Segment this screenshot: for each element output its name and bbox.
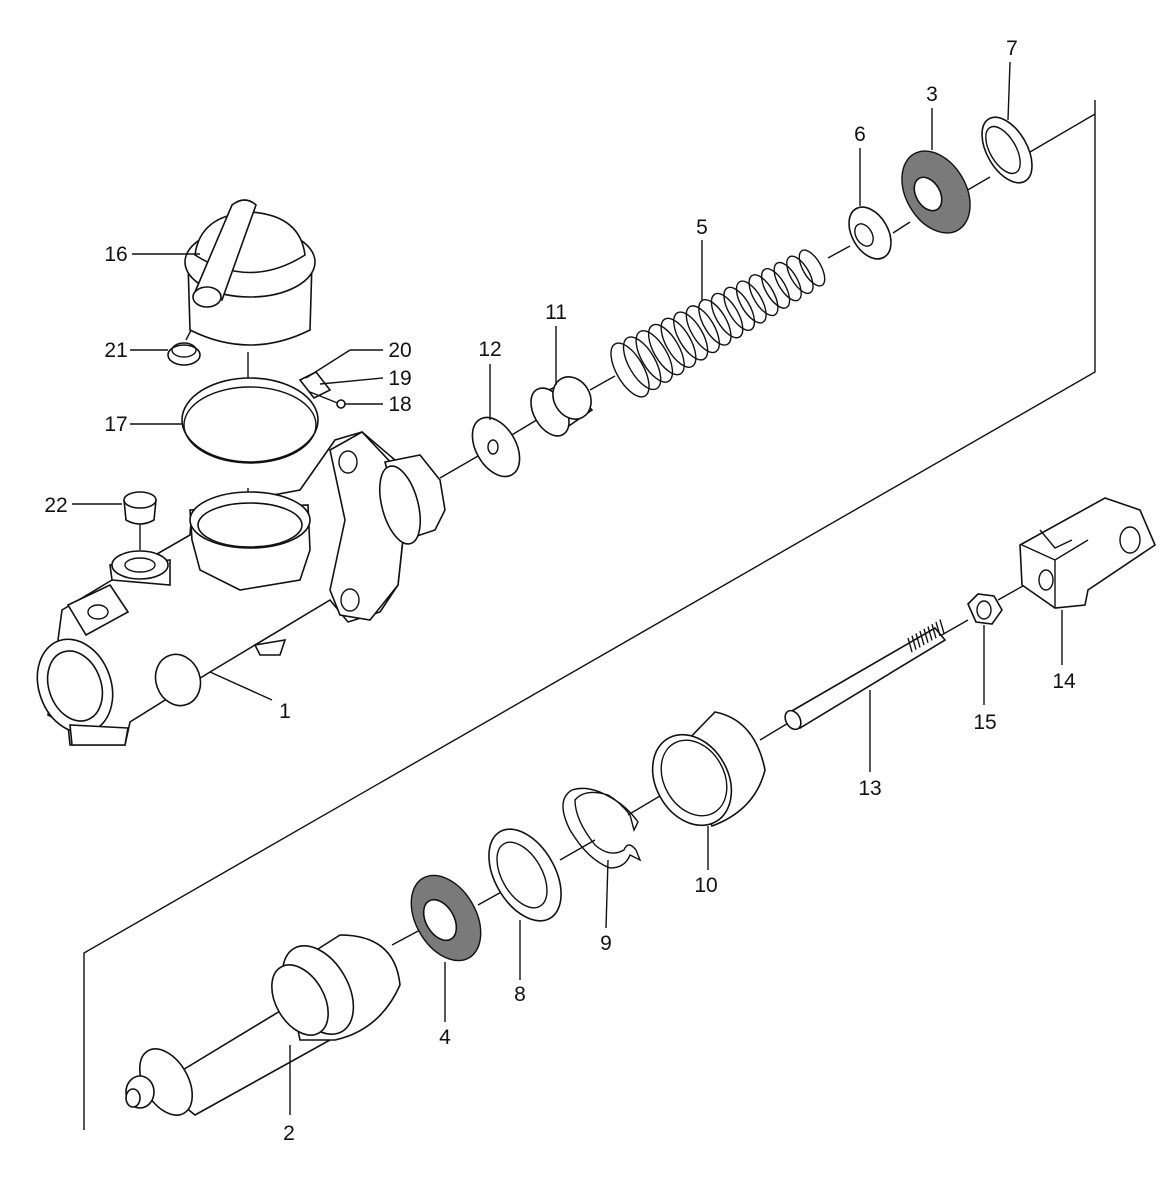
- thread-line: [919, 630, 925, 646]
- callout-13: 13: [858, 777, 881, 800]
- seal-4: [410, 874, 482, 962]
- clamp-band: [181, 377, 319, 464]
- spring-coil: [735, 280, 767, 324]
- callout-15: 15: [973, 711, 996, 734]
- spring-coil: [748, 274, 779, 317]
- callout-16: 16: [104, 243, 127, 266]
- spring-coil: [786, 255, 814, 295]
- snap-ring-9: [562, 787, 642, 869]
- callout-5: 5: [696, 216, 708, 239]
- thread-line: [927, 626, 933, 641]
- spring-5: [610, 249, 826, 398]
- callout-20: 20: [388, 339, 411, 362]
- thread-line: [939, 619, 945, 634]
- spring-coil: [710, 292, 744, 339]
- callout-14: 14: [1052, 670, 1076, 693]
- boot-10: [651, 711, 766, 828]
- spring-coil: [723, 286, 756, 331]
- nut-15: [967, 593, 1003, 625]
- clevis-14: [1019, 497, 1156, 609]
- thread-line: [935, 621, 941, 637]
- callout-labels: 1 2 3 4 5 6 7 8 9 10 11 12 13 14 15 16 1…: [44, 37, 1076, 1145]
- spring-coil: [622, 336, 662, 391]
- spring-coil: [635, 330, 674, 383]
- leader-lines: [72, 61, 1063, 1115]
- spring-coil: [610, 342, 650, 398]
- callout-21: 21: [104, 339, 127, 362]
- callout-8: 8: [514, 983, 526, 1006]
- push-rod-13: [784, 619, 947, 731]
- thread-line: [931, 624, 937, 639]
- callout-12: 12: [478, 338, 501, 361]
- callout-22: 22: [44, 494, 67, 517]
- plug-22: [123, 491, 157, 525]
- thread-line: [923, 628, 929, 643]
- group-frame: [83, 100, 1096, 1130]
- callout-10: 10: [694, 874, 717, 897]
- ring-6: [848, 206, 892, 260]
- spring-coil: [698, 299, 732, 346]
- callout-9: 9: [600, 932, 612, 955]
- callout-4: 4: [439, 1026, 451, 1049]
- master-cylinder-body: [36, 430, 446, 746]
- spring-coil: [647, 323, 685, 376]
- thread-line: [907, 637, 913, 653]
- callout-18: 18: [388, 393, 411, 416]
- reservoir-cap: [184, 199, 316, 346]
- seal-3: [901, 150, 971, 234]
- plug-21: [167, 342, 201, 366]
- cup-11: [530, 376, 594, 437]
- callout-1: 1: [279, 700, 291, 723]
- callout-2: 2: [283, 1122, 295, 1145]
- spring-coil: [673, 311, 709, 361]
- spring-coil: [798, 249, 826, 287]
- spring-coil: [773, 261, 802, 302]
- thread-line: [915, 633, 921, 648]
- callout-11: 11: [545, 301, 567, 324]
- spring-coil: [760, 268, 791, 309]
- callout-19: 19: [388, 367, 411, 390]
- washer-8: [488, 828, 562, 922]
- callout-3: 3: [926, 83, 938, 106]
- callout-17: 17: [104, 413, 127, 436]
- spring-coil: [685, 305, 720, 354]
- piston-2: [125, 934, 401, 1116]
- callout-6: 6: [854, 123, 866, 146]
- washer-7: [981, 116, 1033, 184]
- spring-coil: [660, 317, 697, 368]
- thread-line: [911, 635, 917, 650]
- callout-7: 7: [1006, 37, 1018, 60]
- washer-12: [471, 416, 521, 478]
